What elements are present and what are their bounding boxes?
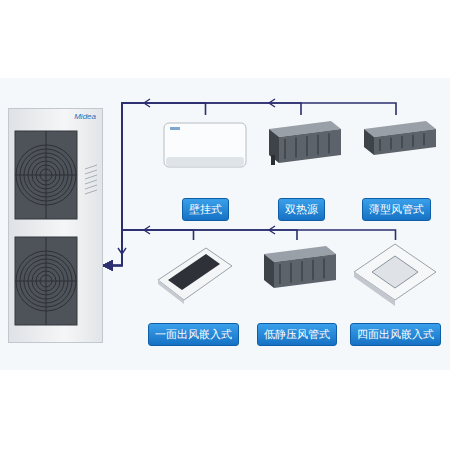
indoor-unit-box: 壁挂式 (158, 115, 253, 221)
refrigerant-pipe (103, 230, 396, 265)
unit-label: 壁挂式 (182, 198, 229, 221)
vent (85, 170, 97, 174)
illustration (348, 240, 442, 315)
indoor-unit (269, 121, 341, 165)
illustration (158, 115, 253, 190)
fan (15, 237, 77, 325)
vent (85, 190, 97, 194)
unit-label: 低静压风管式 (257, 323, 337, 346)
unit-label: 一面出风嵌入式 (148, 323, 239, 346)
indoor-unit-box: 薄型风管式 (350, 115, 442, 221)
indoor-unit (364, 121, 436, 155)
vent (85, 165, 97, 169)
illustration (350, 115, 442, 190)
brand-logo: Midea (74, 112, 96, 121)
refrigerant-pipe (103, 103, 396, 265)
indoor-unit-box: 一面出风嵌入式 (146, 240, 241, 346)
unit-label: 薄型风管式 (362, 198, 431, 221)
fan (15, 131, 77, 219)
vent (85, 185, 97, 189)
panel (0, 78, 450, 370)
indoor-unit (264, 246, 336, 288)
illustration (146, 240, 240, 315)
illustration (9, 109, 104, 344)
refrigerant-pipe (103, 103, 301, 265)
indoor-unit (164, 123, 246, 167)
indoor-unit-box: 双热源 (255, 115, 347, 221)
illustration (255, 115, 347, 190)
unit-label: 四面出风嵌入式 (350, 323, 441, 346)
vent (85, 175, 97, 179)
indoor-unit (354, 244, 436, 306)
unit-label: 双热源 (278, 198, 325, 221)
indoor-unit-box: 四面出风嵌入式 (348, 240, 443, 346)
indoor-unit-box: 低静压风管式 (250, 240, 344, 346)
vent (85, 180, 97, 184)
outdoor-unit: Midea (8, 108, 103, 343)
illustration (250, 240, 344, 315)
indoor-unit (158, 248, 232, 304)
refrigerant-pipe (103, 230, 194, 265)
